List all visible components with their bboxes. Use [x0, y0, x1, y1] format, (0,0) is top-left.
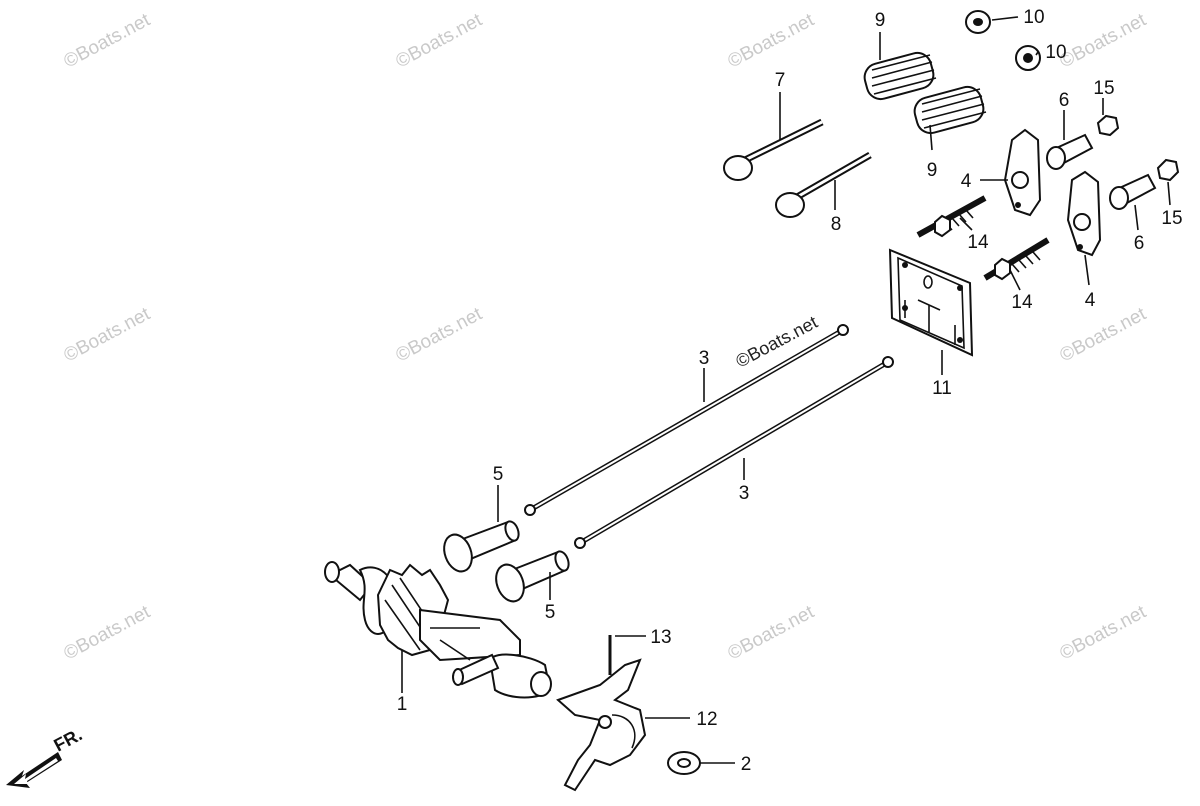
watermark: ©Boats.net — [392, 9, 486, 72]
governor-weight — [556, 658, 647, 792]
pushrod-upper — [524, 324, 849, 516]
callout-camshaft: 1 — [397, 694, 408, 715]
watermark-group: ©Boats.net ©Boats.net ©Boats.net ©Boats.… — [60, 9, 1150, 664]
valve-retainer-lower — [1015, 45, 1041, 71]
pushrod-lower — [574, 356, 894, 549]
tappet-upper — [443, 520, 520, 573]
watermark: ©Boats.net — [724, 9, 818, 72]
callout-stud-right: 14 — [1011, 292, 1033, 313]
watermark: ©Boats.net — [1056, 303, 1150, 366]
rocker-arm-right — [1066, 170, 1102, 257]
rocker-nut-upper — [1096, 114, 1120, 137]
watermark: ©Boats.net — [60, 9, 154, 72]
watermark: ©Boats.net — [60, 303, 154, 366]
callout-guide-plate: 11 — [932, 378, 952, 399]
callout-spring-upper: 9 — [875, 10, 886, 31]
watermark: ©Boats.net — [724, 601, 818, 664]
valve-retainer-upper — [965, 10, 991, 34]
watermark: ©Boats.net — [1056, 9, 1150, 72]
washer — [667, 751, 701, 775]
tappet-lower — [495, 550, 570, 603]
callout-pivot-left: 6 — [1059, 90, 1070, 111]
callout-intake-valve: 7 — [775, 70, 786, 91]
rocker-stud-right — [983, 237, 1050, 281]
callout-tappet-lower: 5 — [545, 602, 556, 623]
callout-pushrod-lower: 3 — [739, 483, 750, 504]
leader-lines — [401, 16, 1171, 764]
callout-retainer-upper: 10 — [1023, 7, 1044, 28]
center-watermark: ©Boats.net — [732, 312, 820, 372]
watermark: ©Boats.net — [392, 303, 486, 366]
rocker-nut-lower — [1156, 158, 1180, 182]
valve-spring-lower — [913, 85, 987, 135]
rocker-stud-left — [916, 195, 987, 238]
rocker-pivot-right — [1109, 173, 1157, 210]
callout-retainer-lower: 10 — [1045, 42, 1066, 63]
callout-tappet-upper: 5 — [493, 464, 504, 485]
intake-valve — [723, 118, 824, 181]
pushrod-guide-plate — [888, 248, 974, 357]
valve-spring-upper — [863, 51, 937, 101]
watermark: ©Boats.net — [1056, 601, 1150, 664]
callout-nut-upper: 15 — [1093, 78, 1114, 99]
front-label: FR. — [50, 724, 85, 755]
callout-governor-weight: 12 — [696, 709, 717, 730]
callout-pushrod-upper: 3 — [699, 348, 710, 369]
rocker-pivot-left — [1046, 133, 1094, 170]
callout-pin: 13 — [650, 627, 671, 648]
callout-pivot-right: 6 — [1134, 233, 1145, 254]
callout-spring-lower: 9 — [927, 160, 938, 181]
rocker-arm-left — [1003, 128, 1042, 217]
callout-rocker-right: 4 — [1085, 290, 1096, 311]
callout-washer: 2 — [741, 754, 752, 775]
callout-rocker-left: 4 — [961, 171, 972, 192]
front-direction-arrow: FR. — [6, 724, 85, 788]
callout-nut-lower: 15 — [1161, 208, 1182, 229]
callout-stud-left: 14 — [967, 232, 989, 253]
watermark: ©Boats.net — [60, 601, 154, 664]
callout-numbers: 9 10 10 7 15 6 9 4 8 15 14 6 4 14 3 11 5… — [397, 7, 1183, 775]
camshaft — [324, 561, 552, 699]
callout-exhaust-valve: 8 — [831, 214, 842, 235]
exhaust-valve — [775, 151, 872, 218]
